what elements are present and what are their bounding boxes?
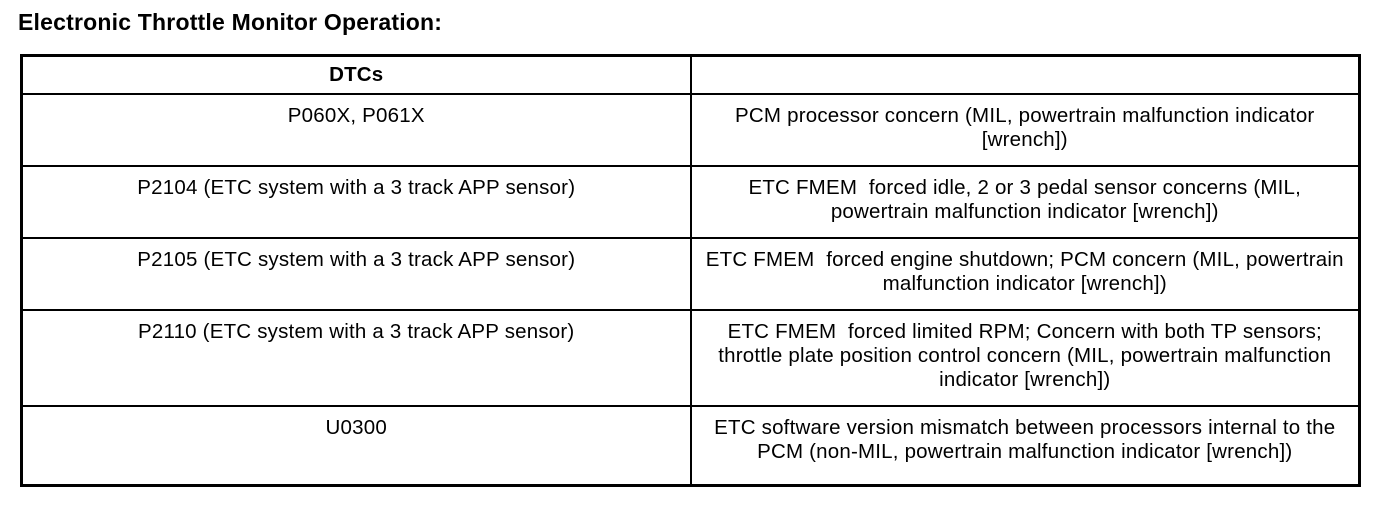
page-title: Electronic Throttle Monitor Operation: bbox=[18, 9, 443, 35]
dtc-cell: P2105 (ETC system with a 3 track APP sen… bbox=[20, 236, 692, 311]
description-cell: ETC FMEM forced limited RPM; Concern wit… bbox=[689, 308, 1361, 407]
dtc-cell: P2110 (ETC system with a 3 track APP sen… bbox=[20, 308, 692, 407]
table-row: P2110 (ETC system with a 3 track APP sen… bbox=[20, 308, 1361, 407]
dtc-table: DTCs P060X, P061X PCM processor concern … bbox=[20, 54, 1361, 487]
description-cell: ETC FMEM forced engine shutdown; PCM con… bbox=[689, 236, 1361, 311]
table-row: P2104 (ETC system with a 3 track APP sen… bbox=[20, 164, 1361, 239]
description-column-header bbox=[689, 54, 1361, 95]
table-row: P2105 (ETC system with a 3 track APP sen… bbox=[20, 236, 1361, 311]
description-cell: ETC software version mismatch between pr… bbox=[689, 404, 1361, 486]
table-row: P060X, P061X PCM processor concern (MIL,… bbox=[20, 92, 1361, 167]
description-cell: ETC FMEM forced idle, 2 or 3 pedal senso… bbox=[689, 164, 1361, 239]
dtc-cell: P2104 (ETC system with a 3 track APP sen… bbox=[20, 164, 692, 239]
dtc-cell: U0300 bbox=[20, 404, 692, 486]
dtc-column-header: DTCs bbox=[20, 54, 692, 95]
dtc-cell: P060X, P061X bbox=[20, 92, 692, 167]
table-header-row: DTCs bbox=[20, 54, 1361, 95]
description-cell: PCM processor concern (MIL, powertrain m… bbox=[689, 92, 1361, 167]
table-row: U0300 ETC software version mismatch betw… bbox=[20, 404, 1361, 486]
